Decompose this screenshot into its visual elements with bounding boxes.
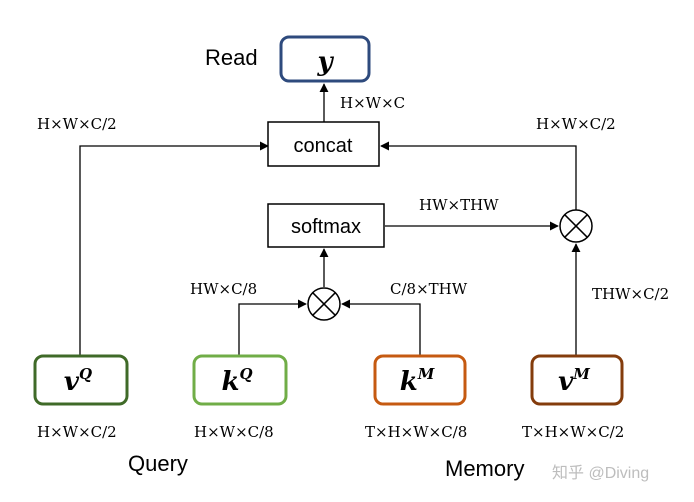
dim-label-kq-edge: HW×C/8 xyxy=(190,280,257,298)
dim-label-vm-edge: THW×C/2 xyxy=(592,285,669,303)
vq-label: vQ xyxy=(64,365,92,397)
dim-label-right-top: H×W×C/2 xyxy=(536,115,616,133)
dim-label-left-top: H×W×C/2 xyxy=(37,115,117,133)
dim-label-vm: T×H×W×C/2 xyxy=(522,423,624,441)
y-node-label: y xyxy=(316,47,334,77)
concat-node: concat xyxy=(267,121,380,167)
km-node: kM xyxy=(373,354,467,406)
dim-label-km: T×H×W×C/8 xyxy=(365,423,467,441)
multiply-operator-right xyxy=(559,209,593,243)
softmax-node: softmax xyxy=(267,203,385,248)
dim-label-vq: H×W×C/2 xyxy=(37,423,117,441)
km-label: kM xyxy=(400,365,435,397)
kq-node: kQ xyxy=(192,354,288,406)
kq-label: kQ xyxy=(221,365,252,397)
dim-label-concat-out: H×W×C xyxy=(340,94,405,112)
y-node: y xyxy=(279,35,371,83)
connectors xyxy=(79,83,581,355)
vm-label: vM xyxy=(558,365,590,397)
arrow-vq-to-concat xyxy=(79,141,269,355)
dim-label-kq: H×W×C/8 xyxy=(194,423,274,441)
memory-label: Memory xyxy=(445,456,524,481)
multiply-operator-center xyxy=(307,287,341,321)
vq-node: vQ xyxy=(33,354,129,406)
softmax-label: softmax xyxy=(291,216,361,238)
watermark: 知乎 @Diving xyxy=(552,464,649,482)
read-label: Read xyxy=(205,45,258,70)
query-label: Query xyxy=(128,451,188,476)
arrow-km-to-mult-center xyxy=(341,299,421,355)
concat-label: concat xyxy=(294,135,353,157)
dim-label-km-edge: C/8×THW xyxy=(390,280,468,298)
arrow-kq-to-mult-center xyxy=(238,299,307,355)
arrow-mult-right-to-concat xyxy=(380,141,577,212)
dim-label-attention: HW×THW xyxy=(419,196,499,214)
vm-node: vM xyxy=(530,354,624,406)
